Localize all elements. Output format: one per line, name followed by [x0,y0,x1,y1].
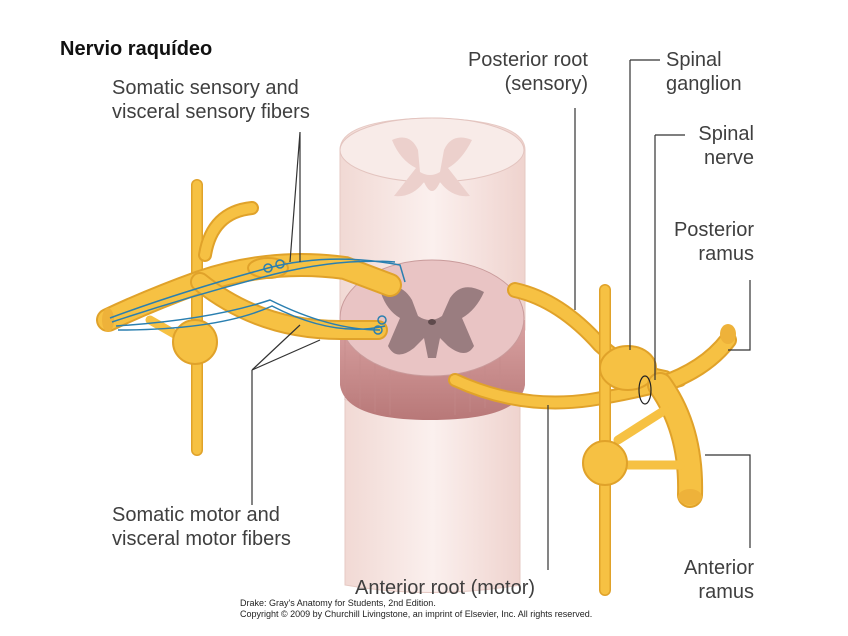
label-anterior-root: Anterior root (motor) [355,577,536,599]
leader-lines [251,59,751,570]
label-spinal-nerve: Spinal nerve [698,123,754,169]
copyright-credit: Drake: Gray's Anatomy for Students, 2nd … [240,598,593,619]
label-spinal-ganglion: Spinal ganglion [666,49,742,95]
label-posterior-ramus: Posterior ramus [673,219,754,265]
label-anterior-ramus: Anterior ramus [683,557,754,603]
spinal-cord-lower [344,399,521,593]
label-somatic-sensory-fibers: Somatic sensory and visceral sensory fib… [112,77,310,123]
left-nerve-fibers [109,258,406,335]
label-posterior-root: Posterior root (sensory) [467,49,588,95]
right-spinal-nerve [448,282,737,596]
diagram-title: Nervio raquídeo [60,38,213,60]
label-somatic-motor-fibers: Somatic motor and visceral motor fibers [112,504,291,550]
